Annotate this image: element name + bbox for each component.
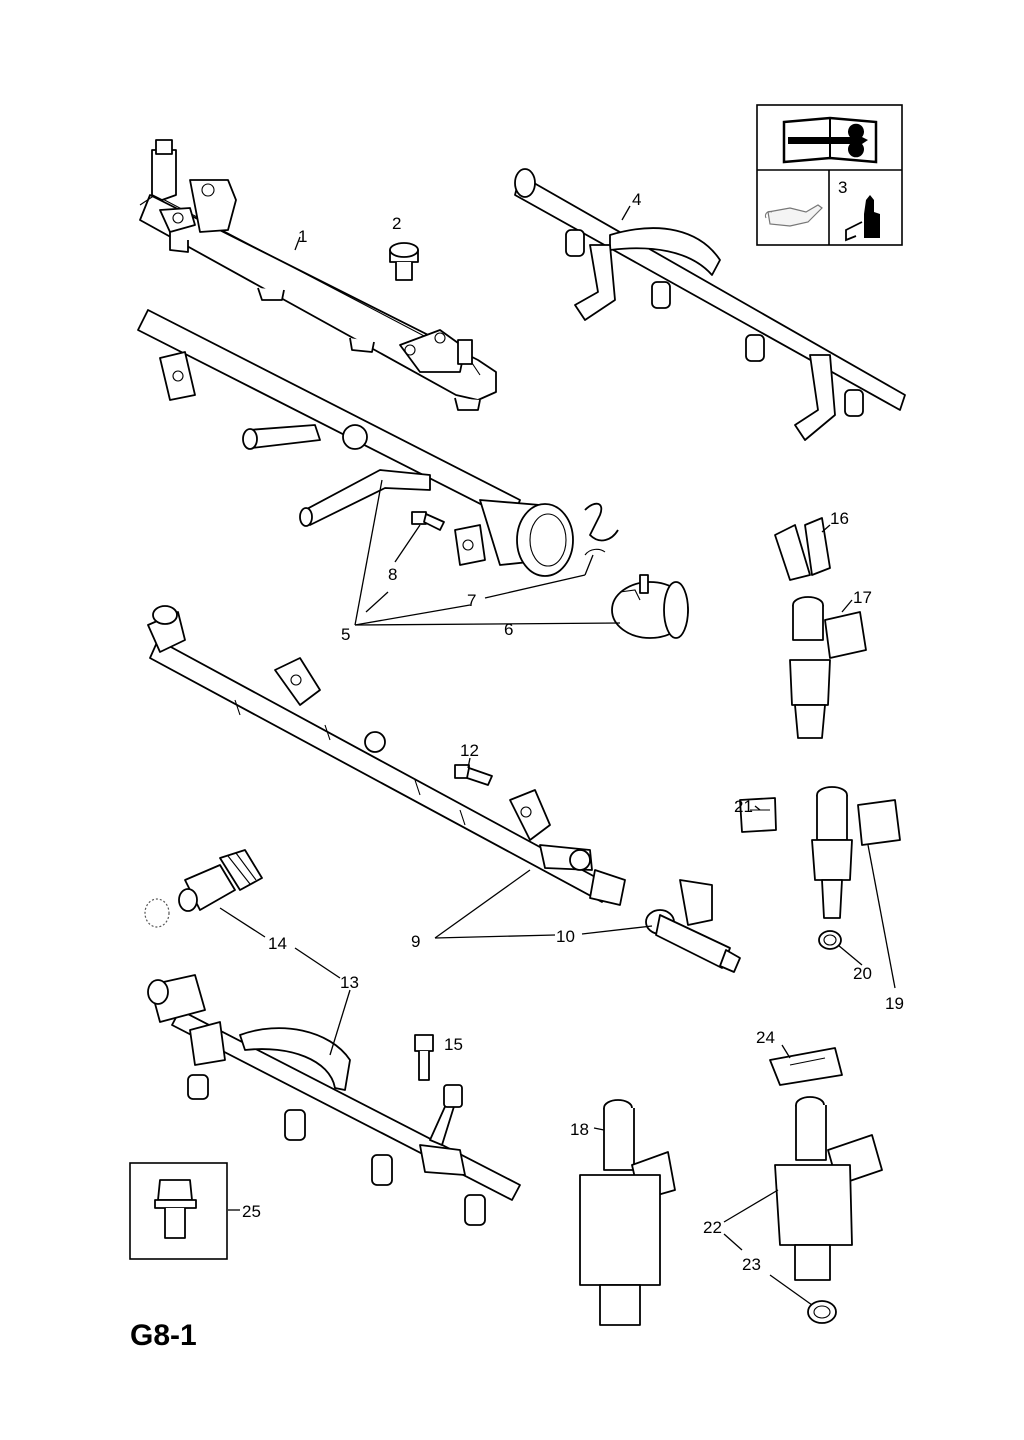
callout-23: 23 <box>742 1255 761 1274</box>
part-17-injector <box>789 596 867 739</box>
callout-8: 8 <box>388 565 397 584</box>
callout-21: 21 <box>734 797 753 816</box>
part-6-pressure-regulator <box>611 574 689 639</box>
callout-19: 19 <box>885 994 904 1013</box>
callout-12: 12 <box>460 741 479 760</box>
manual-book-wrench-icon <box>782 116 878 164</box>
part-8-screw <box>411 511 445 531</box>
part-9-fuel-rail <box>147 605 626 906</box>
oil-can-icon <box>764 204 823 227</box>
callout-14: 14 <box>268 934 287 953</box>
callout-3: 3 <box>838 178 847 197</box>
part-13-fuel-rail <box>147 974 521 1226</box>
callout-25: 25 <box>242 1202 261 1221</box>
part-5-fuel-rail <box>137 309 574 577</box>
part-18-injector <box>579 1099 676 1326</box>
part-15-bolt <box>414 1034 434 1081</box>
callout-15: 15 <box>444 1035 463 1054</box>
callout-labels: 1 2 4 5 6 7 8 9 10 12 13 14 15 16 17 18 … <box>242 190 904 1274</box>
callout-2: 2 <box>392 214 401 233</box>
callout-20: 20 <box>853 964 872 983</box>
legend-box: 3 <box>756 104 903 246</box>
leader-lines <box>219 205 896 1306</box>
part-4-fuel-rail <box>514 168 906 441</box>
part-2-bolt <box>389 242 419 281</box>
callout-10: 10 <box>556 927 575 946</box>
adhesive-bottle-icon <box>845 195 880 242</box>
callout-7: 7 <box>467 591 476 610</box>
callout-13: 13 <box>340 973 359 992</box>
part-19-injector <box>811 786 901 919</box>
part-16-clip <box>774 517 831 581</box>
part-1-fuel-rail <box>139 139 497 411</box>
part-22-injector <box>774 1096 883 1281</box>
part-23-o-ring <box>807 1300 837 1324</box>
part-7-clip <box>584 502 619 556</box>
callout-9: 9 <box>411 932 420 951</box>
part-14-sensor <box>144 849 263 928</box>
callout-4: 4 <box>632 190 641 209</box>
callout-17: 17 <box>853 588 872 607</box>
callout-24: 24 <box>756 1028 775 1047</box>
page-code: G8-1 <box>130 1319 197 1352</box>
part-25-bolt-box <box>129 1162 228 1260</box>
part-20-o-ring <box>818 930 842 950</box>
callout-18: 18 <box>570 1120 589 1139</box>
callout-22: 22 <box>703 1218 722 1237</box>
part-24-clip <box>769 1047 843 1086</box>
callout-6: 6 <box>504 620 513 639</box>
callout-16: 16 <box>830 509 849 528</box>
part-12-screw <box>454 764 493 786</box>
callout-1: 1 <box>298 227 307 246</box>
callout-5: 5 <box>341 625 350 644</box>
part-10-injector <box>645 879 741 973</box>
